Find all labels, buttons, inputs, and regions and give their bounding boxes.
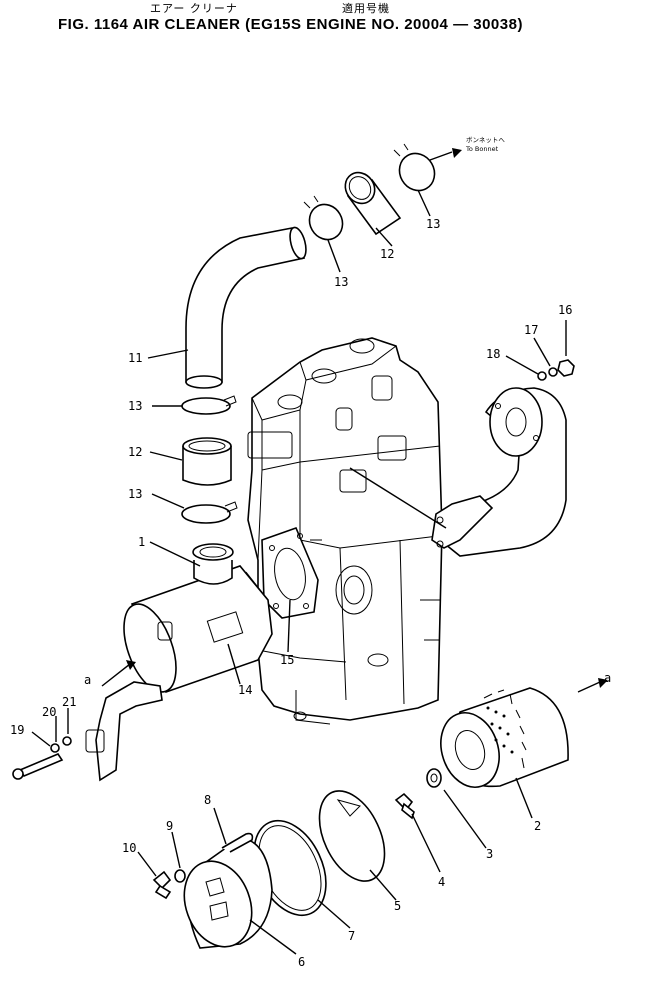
callout-13-upper-left: 13 xyxy=(128,399,142,413)
callout-21: 21 xyxy=(62,695,76,709)
callout-11: 11 xyxy=(128,351,142,365)
callout-20: 20 xyxy=(42,705,56,719)
clip-8 xyxy=(221,832,254,853)
engine-block xyxy=(247,337,443,725)
washers-16-17-18 xyxy=(537,359,575,381)
callout-13-top-middle: 13 xyxy=(334,275,348,289)
bracket-and-bolts xyxy=(12,681,163,782)
clamp-13-lower-left xyxy=(181,501,238,524)
callout-2: 2 xyxy=(534,819,541,833)
callout-7: 7 xyxy=(348,929,355,943)
callout-12-left: 12 xyxy=(128,445,142,459)
cover-6 xyxy=(183,837,273,949)
wing-nut-10 xyxy=(152,870,172,900)
callout-13-lower-left: 13 xyxy=(128,487,142,501)
clamp-13-top-right xyxy=(393,143,436,192)
callout-9: 9 xyxy=(166,819,173,833)
sleeve-12-left xyxy=(182,437,232,486)
callout-13-top-right: 13 xyxy=(426,217,440,231)
callout-6: 6 xyxy=(298,955,305,969)
filter-element-2 xyxy=(440,687,569,788)
callout-19: 19 xyxy=(10,723,24,737)
baffle-5 xyxy=(318,790,386,882)
washer-9 xyxy=(174,869,186,883)
to-bonnet-note-jp: ボンネットへ xyxy=(466,136,505,144)
air-cleaner-body-1 xyxy=(123,543,273,694)
japanese-applicable-label: 適用号機 xyxy=(342,2,390,15)
callout-4: 4 xyxy=(438,875,445,889)
callout-18: 18 xyxy=(486,347,500,361)
callout-1: 1 xyxy=(138,535,145,549)
leader-lines xyxy=(31,148,608,955)
callout-10: 10 xyxy=(122,841,136,855)
clamp-13-upper-left xyxy=(181,395,237,415)
view-arrow-a-left: a xyxy=(84,673,91,687)
callout-14: 14 xyxy=(238,683,252,697)
intake-elbow xyxy=(431,387,567,557)
hose-11 xyxy=(185,226,307,389)
sleeve-12-top xyxy=(344,171,402,236)
view-arrow-a-right: a xyxy=(604,671,611,685)
callout-5: 5 xyxy=(394,899,401,913)
clamp-13-top-middle xyxy=(303,195,344,241)
callout-3: 3 xyxy=(486,847,493,861)
callout-16: 16 xyxy=(558,303,572,317)
figure-title: FIG. 1164 AIR CLEANER (EG15S ENGINE NO. … xyxy=(58,16,523,33)
to-bonnet-note-en: To Bonnet xyxy=(465,145,499,153)
washer-3 xyxy=(426,768,442,788)
callout-17: 17 xyxy=(524,323,538,337)
callout-8: 8 xyxy=(204,793,211,807)
wing-nut-4 xyxy=(394,792,415,820)
callout-15: 15 xyxy=(280,653,294,667)
callout-12-top: 12 xyxy=(380,247,394,261)
japanese-part-name: エアー クリーナ xyxy=(150,2,238,15)
